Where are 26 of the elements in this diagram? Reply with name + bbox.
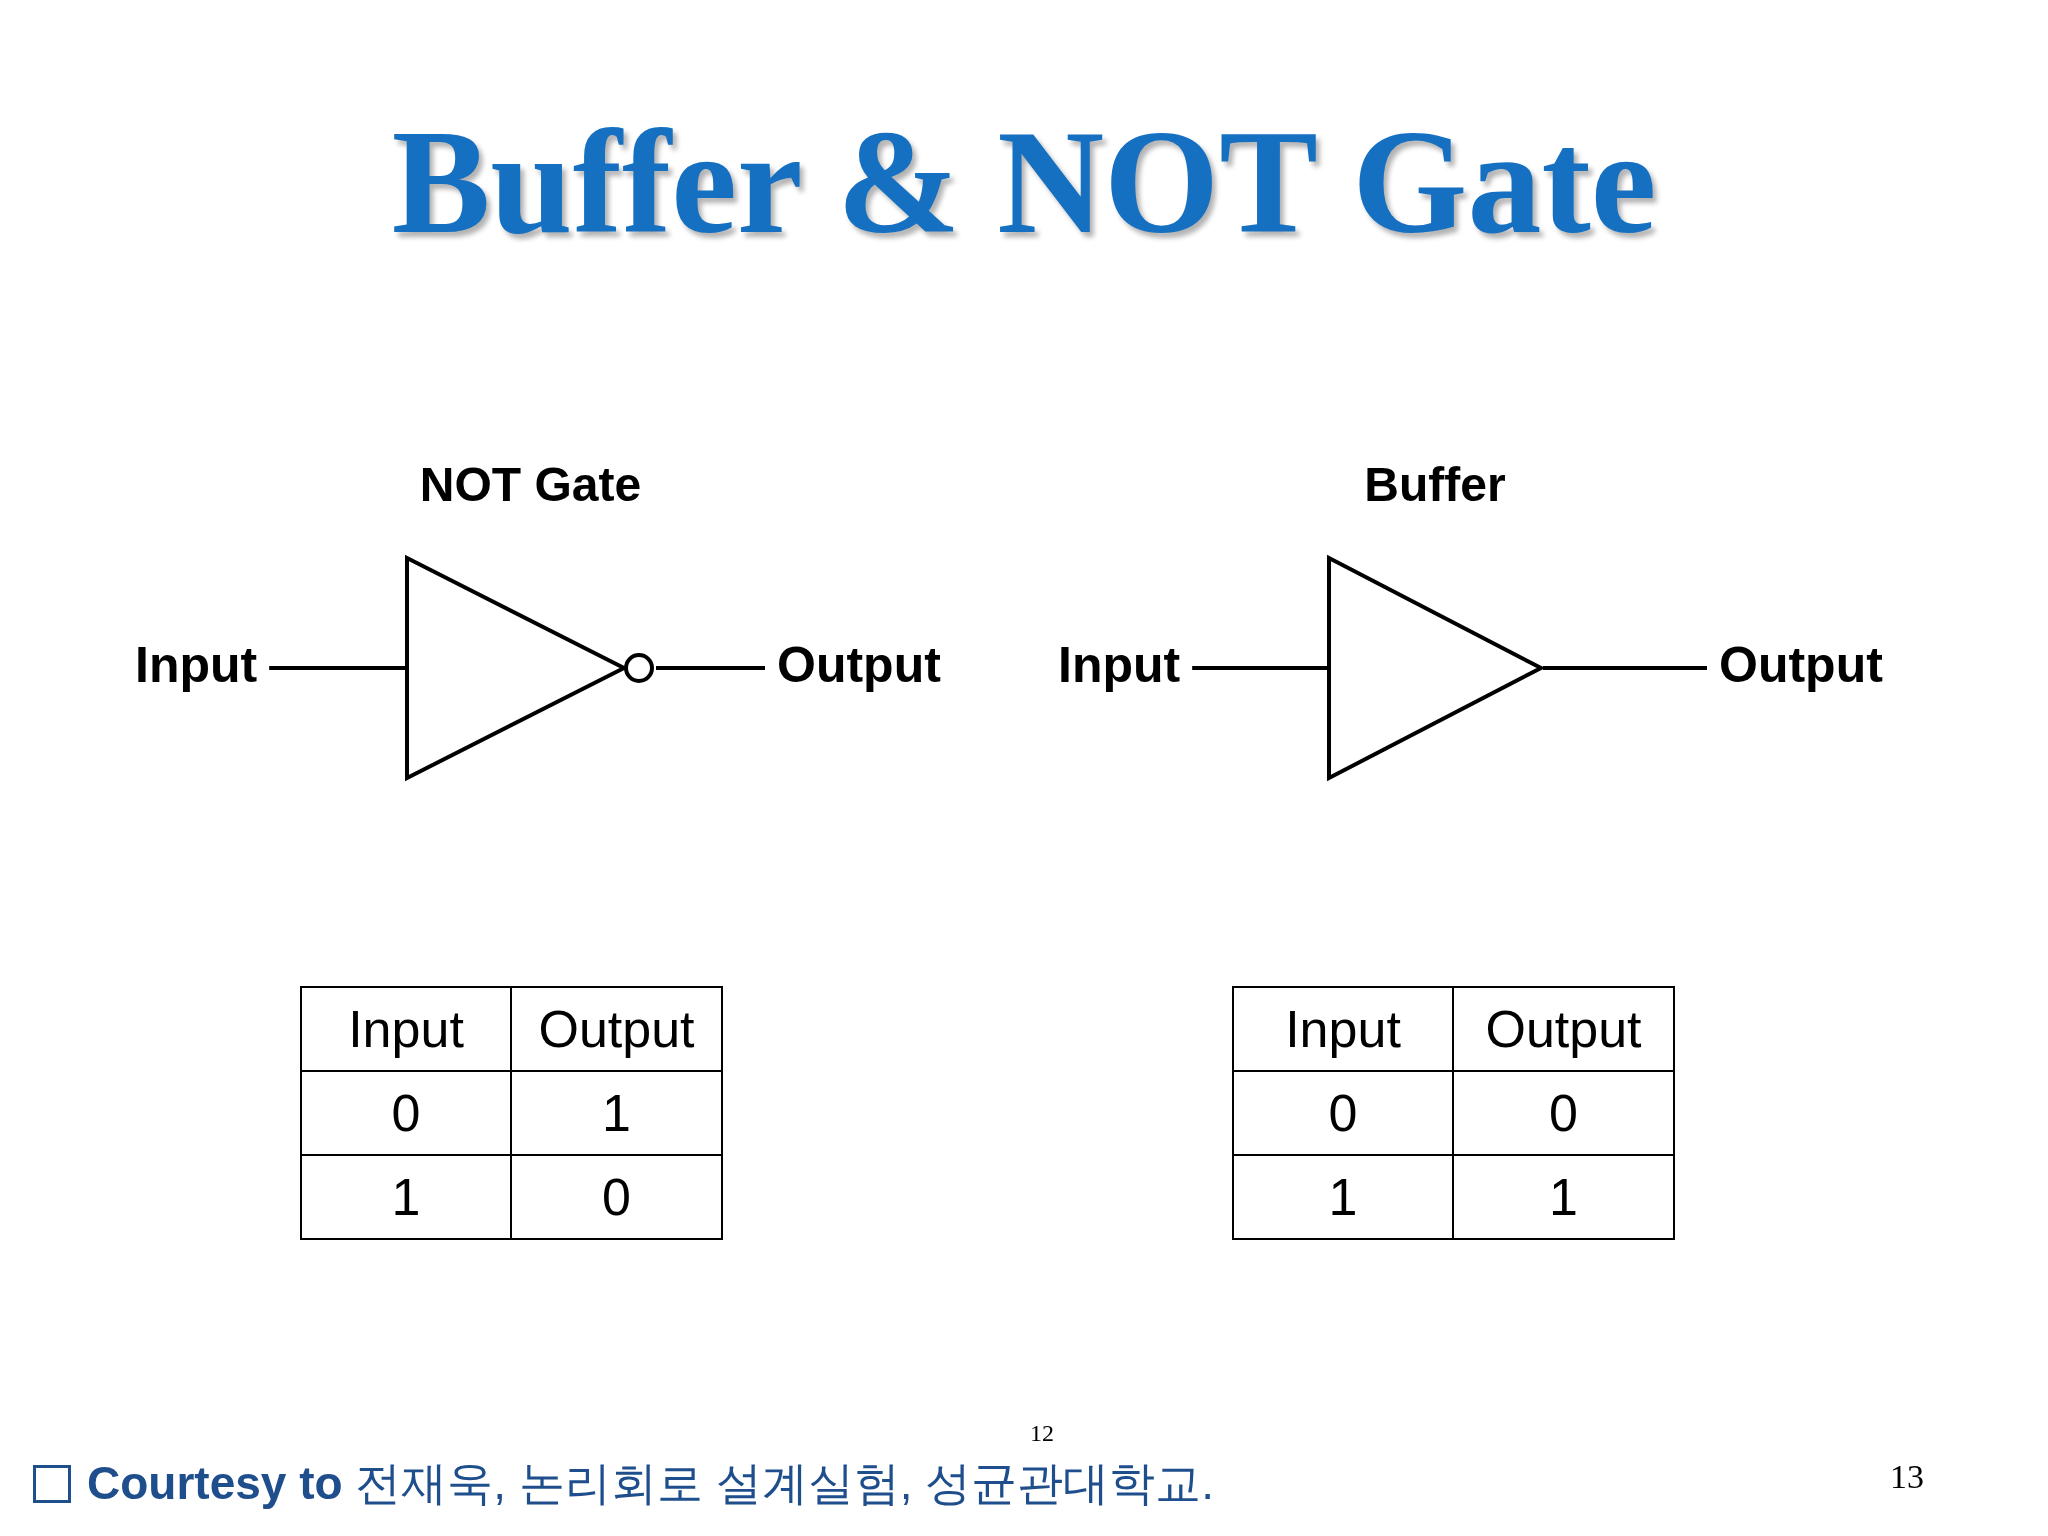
credit-note: Courtesy to 전재욱, 논리회로 설계실험, 성균관대학교. [87,1456,1215,1511]
table-cell: 1 [301,1155,511,1239]
table-cell: 1 [1233,1155,1453,1239]
gate-title: Buffer [1364,457,1506,513]
header-cell: Input [1233,987,1453,1071]
slide-title: Buffer & NOT Gate [391,108,1657,256]
table-cell: 1 [1453,1155,1674,1239]
header-cell: Input [301,987,511,1071]
header-cell: Output [511,987,722,1071]
wire [1192,666,1327,670]
page-number: 13 [1890,1458,1924,1496]
page-number: 12 [1030,1420,1054,1447]
table-cell: 1 [511,1071,722,1155]
signal-label: Input [1046,635,1193,695]
signal-label: Output [1707,635,1895,695]
gate-title: NOT Gate [419,457,642,513]
signal-label: Output [765,635,953,695]
wire [269,666,405,670]
wire [1543,666,1707,670]
wire [656,666,765,670]
header-cell: Output [1453,987,1674,1071]
signal-label: Input [123,635,270,695]
table-cell: 0 [301,1071,511,1155]
table-cell: 0 [511,1155,722,1239]
table-cell: 0 [1233,1071,1453,1155]
table-cell: 0 [1453,1071,1674,1155]
